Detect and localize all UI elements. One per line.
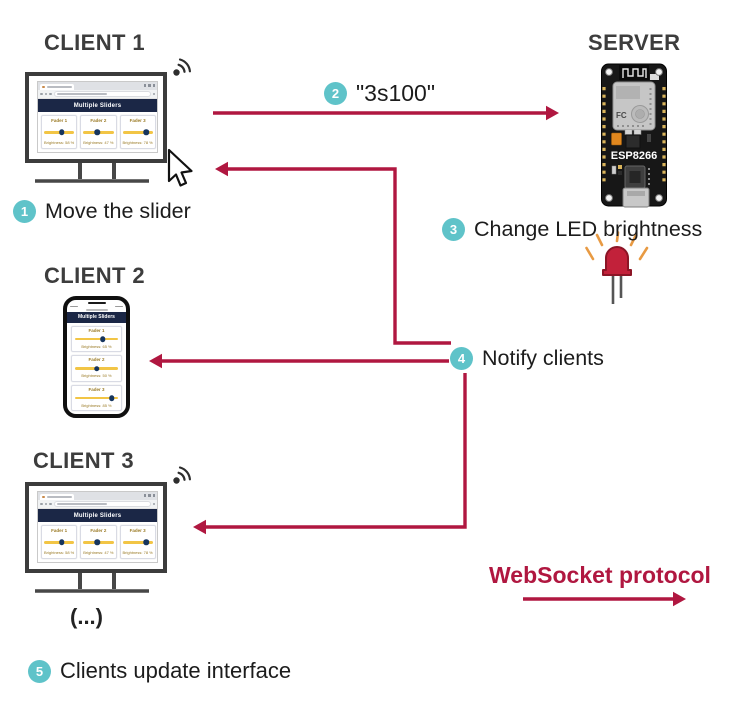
monitor1-stand [78,163,116,179]
step-4-badge: 4 [450,347,473,370]
favicon-icon [42,495,45,499]
slider-thumb [94,539,101,546]
phone-status-bar [67,305,126,308]
slider-track [122,541,153,544]
slider-cards-row: Fader 1 Brightness: 58 % Fader 2 Brightn… [38,112,157,152]
step-5: 5 Clients update interface [28,658,291,684]
tab-title-bar [46,496,72,498]
browser-address-bar [38,90,157,99]
wifi-icon [173,58,191,76]
usb-port [622,187,650,208]
client3-browser-window: Multiple Sliders Fader 1 Brightness: 58 … [37,491,158,563]
monitor3-stand [78,573,116,589]
back-icon [40,92,43,96]
board-label: ESP8266 [611,150,657,162]
led-icon [585,231,649,304]
slider-card: Fader 2 Brightness: 50 % [71,355,122,382]
forward-icon [44,92,47,96]
url-field [53,90,151,98]
browser-address-bar [38,500,157,509]
browser-tab-bar [38,82,157,90]
refresh-icon [49,92,52,96]
client2-title: CLIENT 2 [44,263,145,288]
cursor-icon [167,148,193,187]
web-page-header: Multiple Sliders [67,311,126,323]
message-payload: "3s100" [356,80,435,106]
forward-icon [44,502,47,506]
client1-title: CLIENT 1 [44,30,145,55]
browser-tab-bar [38,492,157,500]
slider-thumb [94,129,101,136]
slider-thumb [58,539,65,546]
slider-cards-column: Fader 1 Brightness: 65 % Fader 2 Brightn… [67,323,126,415]
arrow-client1-to-server [213,105,559,121]
slider-thumb [100,336,106,342]
web-page-header: Multiple Sliders [38,99,157,112]
slider-thumb [108,395,115,401]
slider-card: Fader 1 Brightness: 58 % [41,115,78,149]
shield-label: FC [616,111,627,120]
step-3: 3 Change LED brightness [442,217,702,242]
tab-title-bar [46,86,72,88]
slider-card: Fader 3 Brightness: 78 % [119,115,156,149]
legend-label: WebSocket protocol [489,562,711,588]
esp8266-board: FC ESP8266 [601,63,667,208]
back-icon [40,502,43,506]
slider-cards-row: Fader 1 Brightness: 58 % Fader 2 Brightn… [38,522,157,562]
phone-speaker [87,301,106,304]
slider-card: Fader 3 Brightness: 85 % [71,384,122,411]
arrow-notify-to-client2 [149,353,449,369]
step-5-badge: 5 [28,659,51,683]
browser-tab [40,84,74,90]
slider-thumb [143,539,149,546]
client3-title: CLIENT 3 [33,448,134,473]
refresh-icon [49,502,52,506]
slider-thumb [93,365,100,372]
step-1-badge: 1 [13,200,36,223]
favicon-icon [42,85,45,89]
slider-track [75,337,118,341]
arrow-notify-to-client3 [193,373,467,535]
window-controls-icon [143,84,155,87]
step-3-badge: 3 [442,218,465,241]
url-field [53,500,151,508]
slider-thumb [58,129,65,136]
window-controls-icon [143,494,155,497]
phone-url-bar [67,308,126,312]
web-page-header: Multiple Sliders [38,509,157,522]
step-4: 4 Notify clients [450,346,604,371]
step-1: 1 Move the slider [13,199,191,224]
step-2-badge: 2 [324,82,347,105]
client2-phone: Multiple Sliders Fader 1 Brightness: 65 … [63,296,130,418]
menu-icon [152,502,155,506]
browser-tab [40,494,74,500]
menu-icon [152,92,155,96]
arrow-notify-to-client1 [215,161,451,345]
slider-track [75,396,118,400]
slider-track [122,131,153,134]
legend-arrow [523,591,686,607]
slider-thumb [143,129,149,136]
slider-card: Fader 2 Brightness: 47 % [80,115,117,149]
step-2: 2 "3s100" [324,80,435,107]
slider-card: Fader 2 Brightness: 47 % [80,525,117,559]
client1-browser-window: Multiple Sliders Fader 1 Brightness: 58 … [37,81,158,153]
more-clients-ellipsis: (...) [70,604,103,629]
client1-monitor: Multiple Sliders Fader 1 Brightness: 58 … [25,72,167,163]
slider-card: Fader 1 Brightness: 58 % [41,525,78,559]
slider-card: Fader 1 Brightness: 65 % [71,325,122,352]
client3-monitor: Multiple Sliders Fader 1 Brightness: 58 … [25,482,167,573]
wifi-icon [173,466,191,484]
slider-card: Fader 3 Brightness: 78 % [119,525,156,559]
server-title: SERVER [588,30,681,55]
